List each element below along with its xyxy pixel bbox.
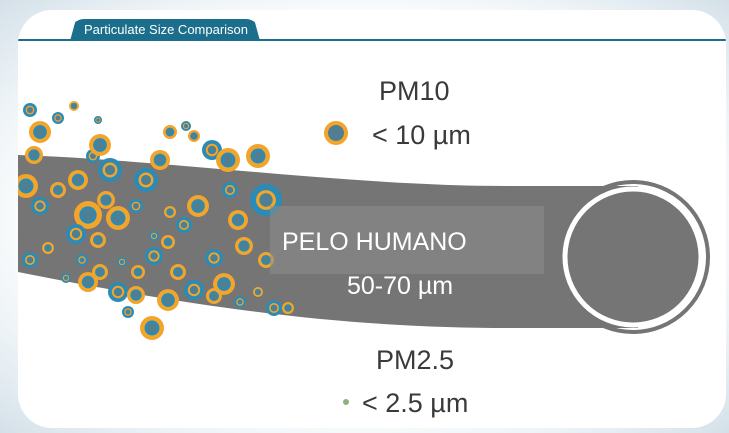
particle-core: [36, 202, 44, 210]
particle-core: [35, 127, 45, 137]
diagram-card: Particulate Size Comparison PM10 < 10 µm…: [18, 10, 726, 428]
particle-core: [240, 242, 248, 250]
particle-core: [259, 193, 273, 207]
particle-core: [167, 209, 173, 215]
pm25-legend-particle: [343, 399, 349, 405]
particle-core: [55, 115, 61, 121]
particle-core: [237, 299, 243, 305]
particle-core: [270, 304, 278, 312]
pm10-label: PM10: [379, 76, 450, 106]
particle-core: [193, 201, 203, 211]
particle-core: [226, 186, 234, 194]
header-rule: [18, 39, 726, 41]
hair-label-box: [270, 206, 544, 274]
particle-core: [189, 285, 199, 295]
particle-core: [180, 221, 188, 229]
particle-core: [90, 153, 96, 159]
particle-core: [45, 245, 51, 251]
particle-core: [30, 151, 38, 159]
hair-label: PELO HUMANO: [282, 228, 467, 256]
particle-core: [210, 254, 218, 262]
particle-cluster: [18, 101, 294, 340]
particle-core: [71, 103, 77, 109]
particle-core: [73, 175, 83, 185]
hair-size: 50-70 µm: [347, 272, 454, 300]
particle-core: [233, 215, 243, 225]
particle-core: [210, 292, 218, 300]
particle-core: [222, 154, 234, 166]
hair-cross-section: [562, 186, 704, 328]
particle-core: [167, 129, 173, 135]
particle-core: [82, 209, 94, 221]
pm25-label: PM2.5: [376, 345, 455, 375]
particle-core: [26, 256, 34, 264]
particle-core: [54, 186, 62, 194]
pm10-legend-particle: [324, 121, 348, 145]
particle-core: [95, 140, 105, 150]
particle-core: [155, 155, 165, 165]
particle-core: [219, 279, 229, 289]
particle-core: [255, 289, 261, 295]
particle-core: [165, 239, 171, 245]
particle-core: [183, 123, 189, 129]
particle-core: [174, 268, 182, 276]
particle-core: [133, 203, 139, 209]
particle-core: [285, 305, 291, 311]
particle-core: [151, 233, 157, 239]
particle-core: [96, 268, 104, 276]
particle-core: [163, 295, 173, 305]
particle-core: [140, 174, 152, 186]
particle-core: [27, 107, 33, 113]
diagram-title: Particulate Size Comparison: [70, 19, 260, 41]
diagram-svg: [18, 101, 710, 405]
particle-core: [262, 256, 270, 264]
particle-core: [207, 145, 217, 155]
particle-core: [63, 275, 69, 281]
particle-core: [119, 259, 125, 265]
particle-core: [96, 118, 100, 122]
particle-core: [79, 257, 85, 263]
particle-core: [135, 269, 141, 275]
pm25-size: < 2.5 µm: [362, 388, 469, 418]
hair-cross-outline: [556, 180, 710, 334]
particle-core: [113, 287, 123, 297]
particle-core: [146, 322, 158, 334]
pm10-size: < 10 µm: [372, 120, 471, 150]
particle-core: [252, 150, 264, 162]
particle-core: [191, 133, 197, 139]
particle-core: [104, 164, 116, 176]
particle-core: [20, 180, 32, 192]
particle-core: [71, 229, 81, 239]
particle-core: [112, 212, 124, 224]
particle-core: [125, 309, 131, 315]
particle-core: [150, 252, 158, 260]
particle-core: [94, 236, 102, 244]
particle-core: [132, 291, 140, 299]
particle-core: [83, 277, 93, 287]
particle-core: [102, 196, 110, 204]
